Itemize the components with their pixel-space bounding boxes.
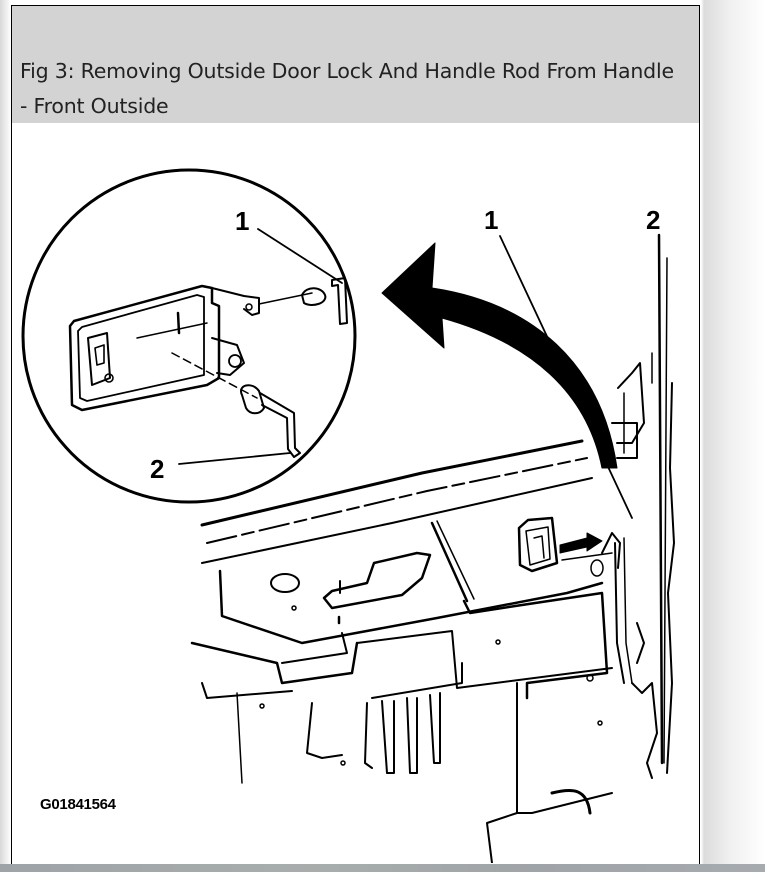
callout-inset-1: 1	[235, 206, 250, 236]
callout-main-1: 1	[484, 205, 499, 235]
caption-line-2: - Front Outside	[20, 94, 169, 118]
callout-main-2: 2	[646, 205, 661, 235]
line-drawing	[21, 168, 675, 863]
bottom-bar	[0, 864, 765, 872]
figure-caption: Fig 3: Removing Outside Door Lock And Ha…	[20, 54, 696, 124]
door-handle-diagram: 1 2 1 2	[12, 123, 699, 863]
figure-card: Fig 3: Removing Outside Door Lock And Ha…	[11, 5, 700, 865]
callout-inset-2: 2	[150, 454, 165, 484]
figure-header: Fig 3: Removing Outside Door Lock And Ha…	[12, 6, 699, 123]
caption-line-1: Fig 3: Removing Outside Door Lock And Ha…	[20, 59, 674, 83]
figure-code: G01841564	[40, 796, 116, 813]
inset-circle	[21, 168, 357, 504]
